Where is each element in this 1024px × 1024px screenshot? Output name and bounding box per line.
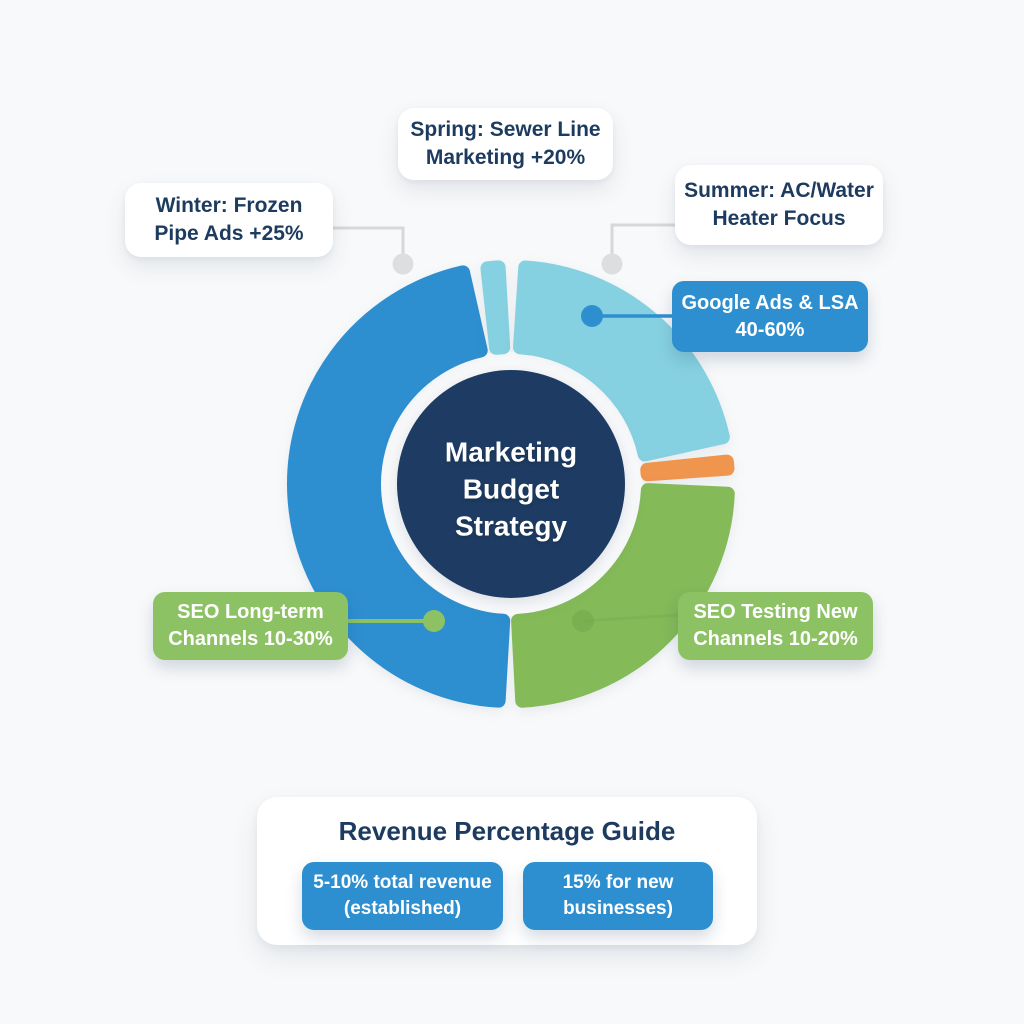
chart-center-title-line2: Budget bbox=[462, 473, 560, 505]
google-connector-dot bbox=[581, 305, 603, 327]
revenue-box-new-business: 15% for new businesses) bbox=[523, 862, 713, 930]
summer-connector-line bbox=[610, 223, 676, 258]
seo-long-term-line2: Channels 10-30% bbox=[168, 628, 333, 650]
winter-connector-line bbox=[333, 226, 405, 258]
seo-long-term-line1: SEO Long-term bbox=[177, 601, 324, 623]
revenue-box-established-line2: (established) bbox=[343, 898, 462, 919]
chart-center-title-line3: Strategy bbox=[454, 510, 568, 542]
spring-callout-line1: Spring: Sewer Line bbox=[410, 118, 601, 141]
seo-testing-badge: SEO Testing New Channels 10-20% bbox=[678, 592, 873, 660]
donut-segment-top-sliver-light-blue bbox=[480, 260, 511, 355]
winter-connector-dot bbox=[392, 253, 414, 275]
seo-testing-line2: Channels 10-20% bbox=[693, 628, 858, 650]
spring-callout-line2: Marketing +20% bbox=[425, 146, 586, 169]
revenue-guide-title: Revenue Percentage Guide bbox=[338, 816, 676, 846]
google-ads-lsa-line1: Google Ads & LSA bbox=[681, 291, 859, 314]
revenue-box-new-business-line2: businesses) bbox=[563, 898, 673, 919]
chart-center-title-line1: Marketing bbox=[444, 436, 578, 468]
seo-testing-connector-dot bbox=[572, 610, 594, 632]
seo-testing-line1: SEO Testing New bbox=[693, 601, 858, 623]
revenue-box-established: 5-10% total revenue (established) bbox=[302, 862, 503, 930]
google-ads-lsa-line2: 40-60% bbox=[735, 318, 805, 341]
donut-segment-orange-accent bbox=[640, 454, 735, 482]
google-ads-lsa-badge: Google Ads & LSA 40-60% bbox=[672, 281, 868, 352]
seo-testing-connector-line bbox=[582, 613, 679, 623]
donut-segment-google-ads-lsa-light-blue bbox=[513, 260, 730, 462]
winter-callout-line2: Pipe Ads +25% bbox=[154, 222, 304, 245]
summer-callout-line1: Summer: AC/Water bbox=[684, 179, 874, 202]
summer-callout-line2: Heater Focus bbox=[712, 207, 846, 230]
donut-center-circle bbox=[397, 370, 625, 598]
winter-callout: Winter: Frozen Pipe Ads +25% bbox=[125, 183, 333, 257]
seo-long-term-badge: SEO Long-term Channels 10-30% bbox=[153, 592, 348, 660]
spring-callout: Spring: Sewer Line Marketing +20% bbox=[398, 108, 613, 180]
revenue-box-new-business-line1: 15% for new bbox=[562, 872, 674, 893]
donut-segment-seo-testing-green bbox=[511, 483, 735, 708]
revenue-box-established-line1: 5-10% total revenue bbox=[313, 872, 492, 893]
summer-connector-dot bbox=[601, 253, 623, 275]
summer-callout: Summer: AC/Water Heater Focus bbox=[675, 165, 883, 245]
winter-callout-line1: Winter: Frozen bbox=[155, 194, 303, 217]
revenue-guide-panel: Revenue Percentage Guide 5-10% total rev… bbox=[257, 797, 757, 945]
seo-long-connector-dot bbox=[423, 610, 445, 632]
chart-center-title: Marketing Budget Strategy bbox=[445, 434, 577, 545]
